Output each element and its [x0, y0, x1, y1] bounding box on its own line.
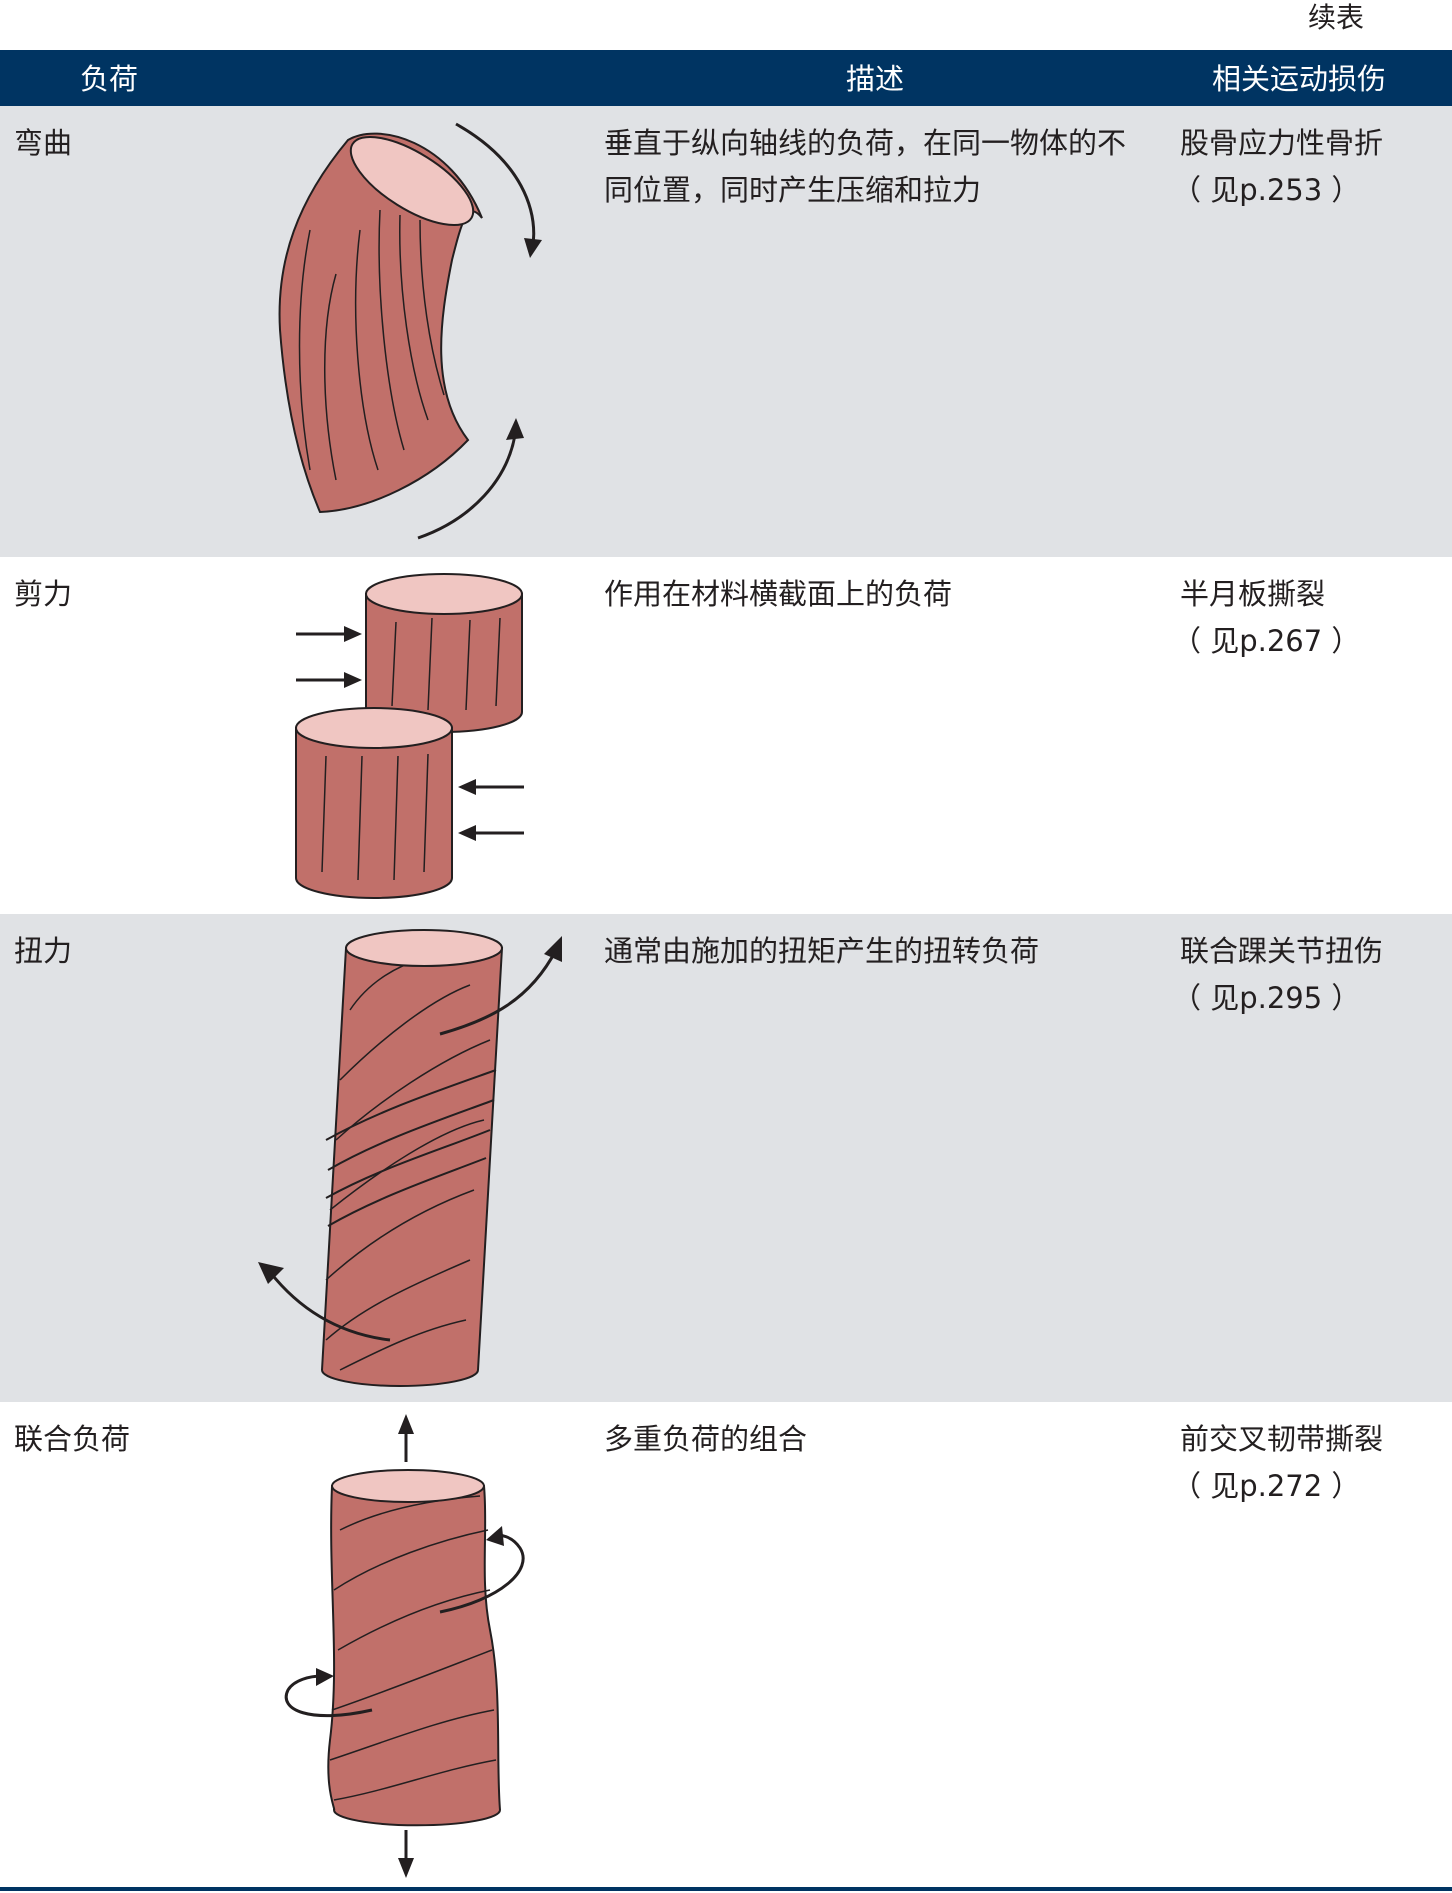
injury-name: 联合踝关节扭伤: [1180, 934, 1384, 968]
load-description: 通常由施加的扭矩产生的扭转负荷: [604, 934, 1040, 968]
header-description: 描述: [846, 62, 905, 96]
injury-name: 前交叉韧带撕裂: [1180, 1422, 1384, 1456]
table-row-shear: 剪力 作用在材料横截面上的负荷 半月板撕裂 （ 见p.267 ）: [0, 557, 1452, 914]
load-description: 作用在材料横截面上的负荷: [604, 577, 953, 611]
table-bottom-rule: [0, 1887, 1452, 1891]
load-description: 多重负荷的组合: [604, 1422, 808, 1456]
load-name: 剪力: [14, 577, 73, 611]
injury-name: 半月板撕裂: [1180, 577, 1326, 611]
header-load: 负荷: [80, 62, 139, 96]
page-reference: （ 见p.253 ）: [1172, 173, 1361, 207]
related-injury: 前交叉韧带撕裂 （ 见p.272 ）: [1172, 1416, 1442, 1510]
table-row-torsion: 扭力 通常由施加的扭矩产生的扭转负荷 联合踝关节扭伤 （ 见p.295 ）: [0, 914, 1452, 1402]
table-row-bending: 弯曲 垂直于纵向轴线的负荷，在同一物体的不同位置，同时产生压缩和拉力 股骨应力性…: [0, 106, 1452, 557]
bending-illustration: [278, 122, 542, 540]
combined-illustration: [284, 1414, 525, 1878]
related-injury: 联合踝关节扭伤 （ 见p.295 ）: [1172, 928, 1442, 1022]
continued-label: 续表: [1308, 1, 1365, 34]
load-name: 扭力: [14, 934, 73, 968]
injury-name: 股骨应力性骨折: [1180, 126, 1384, 160]
table-row-combined: 联合负荷 多重负荷的组合 前交叉韧带撕裂 （ 见p.272 ）: [0, 1402, 1452, 1886]
header-injury: 相关运动损伤: [1212, 62, 1387, 96]
related-injury: 股骨应力性骨折 （ 见p.253 ）: [1172, 120, 1442, 214]
shear-illustration: [295, 573, 524, 899]
torsion-illustration: [258, 929, 562, 1387]
table-header: 负荷 描述 相关运动损伤: [0, 50, 1452, 106]
related-injury: 半月板撕裂 （ 见p.267 ）: [1172, 571, 1442, 665]
load-name: 弯曲: [14, 126, 73, 160]
load-description: 垂直于纵向轴线的负荷，在同一物体的不同位置，同时产生压缩和拉力: [604, 126, 1127, 207]
page-reference: （ 见p.267 ）: [1172, 624, 1361, 658]
load-name: 联合负荷: [14, 1422, 131, 1456]
page-reference: （ 见p.272 ）: [1172, 1469, 1361, 1503]
page-reference: （ 见p.295 ）: [1172, 981, 1361, 1015]
